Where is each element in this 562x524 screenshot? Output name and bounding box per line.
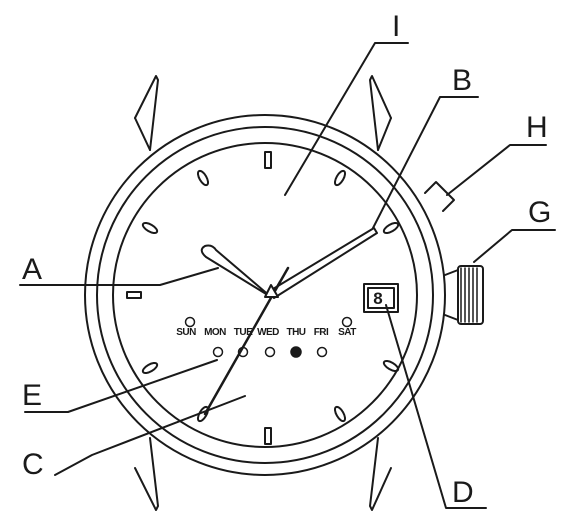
date-value: 8 — [373, 289, 382, 308]
day-dot-mon — [212, 346, 224, 358]
callout-label-c: C — [22, 448, 44, 481]
day-label-fri: FRI — [314, 327, 329, 338]
leader-b — [372, 96, 479, 229]
watch-hands — [200, 227, 378, 416]
watch-case — [84, 114, 446, 476]
callout-label-e: E — [22, 379, 42, 412]
marker-9 — [126, 291, 142, 299]
crown[interactable] — [444, 265, 484, 325]
callout-label-b: B — [452, 64, 472, 97]
day-dot-sat — [341, 316, 353, 328]
leader-g — [473, 229, 556, 263]
callout-labels: A B C D E G H I — [22, 10, 551, 509]
marker-12 — [264, 151, 272, 169]
callout-label-d: D — [452, 476, 474, 509]
day-dot-sun — [184, 316, 196, 328]
day-label-wed: WED — [257, 327, 279, 338]
callout-label-h: H — [526, 111, 548, 144]
hour-markers — [126, 151, 400, 445]
callout-leaders — [19, 42, 556, 509]
callout-label-i: I — [392, 10, 400, 43]
leader-c — [54, 395, 246, 476]
day-label-mon: MON — [204, 327, 226, 338]
day-indicator: SUN MON TUE WED THU FRI SAT — [176, 316, 357, 358]
leader-a — [19, 267, 219, 286]
pusher-button[interactable] — [424, 181, 455, 212]
callout-label-g: G — [528, 196, 551, 229]
day-label-sun: SUN — [176, 327, 196, 338]
leader-d — [385, 304, 487, 509]
leader-i — [284, 42, 409, 196]
leader-e — [24, 359, 218, 413]
day-dot-wed — [264, 346, 276, 358]
callout-label-a: A — [22, 253, 42, 286]
day-label-sat: SAT — [338, 327, 356, 338]
day-label-thu: THU — [286, 327, 305, 338]
watch-lugs — [134, 75, 392, 511]
date-window: 8 — [363, 283, 399, 313]
day-dot-fri — [316, 346, 328, 358]
second-hand — [203, 280, 282, 416]
day-label-tue: TUE — [234, 327, 253, 338]
minute-hand — [267, 227, 378, 299]
marker-6 — [264, 427, 272, 445]
hour-hand — [200, 244, 272, 298]
day-dot-thu — [290, 346, 302, 358]
hand-center-cap — [264, 284, 279, 298]
leader-h — [446, 144, 547, 196]
